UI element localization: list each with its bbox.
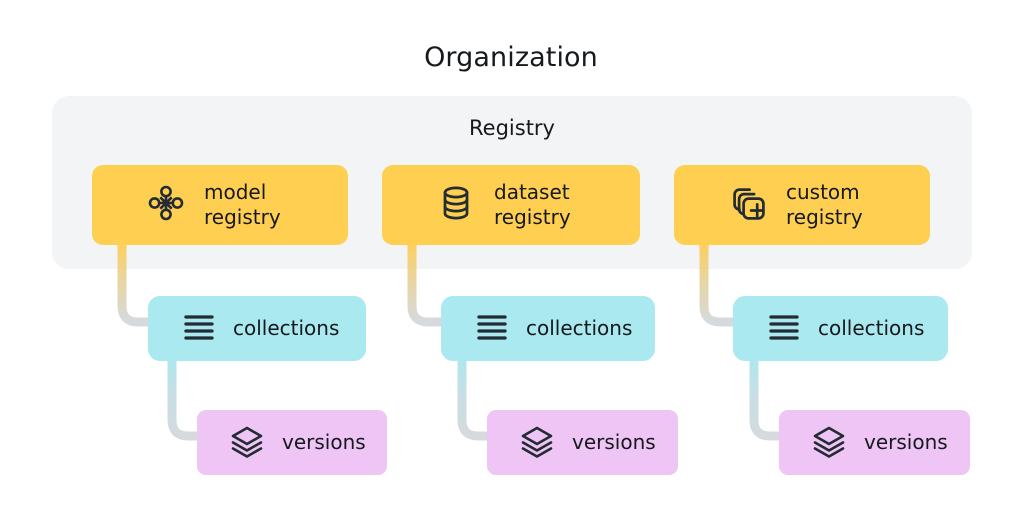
page-title: Organization [424, 42, 598, 73]
card-label: dataset registry [494, 180, 571, 229]
copy-stack-plus-icon [726, 181, 770, 229]
card-label: collections [233, 316, 340, 340]
card-collections-3[interactable]: collections [733, 296, 948, 361]
card-label: collections [818, 316, 925, 340]
list-lines-icon [475, 310, 509, 348]
card-collections-2[interactable]: collections [441, 296, 655, 361]
layers-stack-icon [519, 423, 555, 463]
card-versions-2[interactable]: versions [487, 410, 678, 475]
layers-stack-icon [229, 423, 265, 463]
card-model-registry[interactable]: model registry [92, 165, 348, 245]
network-nodes-icon [144, 181, 188, 229]
card-dataset-registry[interactable]: dataset registry [382, 165, 640, 245]
card-versions-3[interactable]: versions [779, 410, 970, 475]
card-versions-1[interactable]: versions [197, 410, 387, 475]
database-cylinder-icon [434, 181, 478, 229]
card-label: collections [526, 316, 633, 340]
list-lines-icon [767, 310, 801, 348]
card-label: model registry [204, 180, 281, 229]
card-label: versions [864, 430, 948, 454]
card-custom-registry[interactable]: custom registry [674, 165, 930, 245]
card-collections-1[interactable]: collections [148, 296, 366, 361]
card-label: custom registry [786, 180, 863, 229]
registry-panel-title: Registry [469, 116, 555, 140]
list-lines-icon [182, 310, 216, 348]
card-label: versions [572, 430, 656, 454]
card-label: versions [282, 430, 366, 454]
layers-stack-icon [811, 423, 847, 463]
